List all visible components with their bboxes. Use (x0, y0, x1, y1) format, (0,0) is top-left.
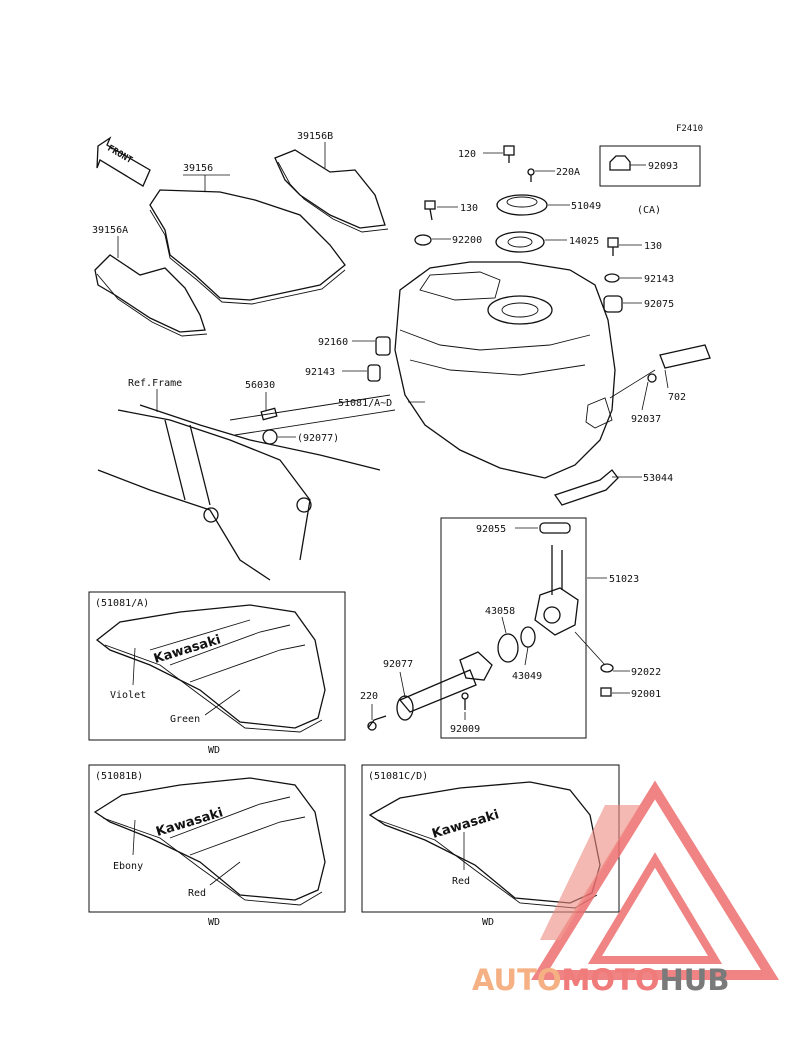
pad-39156b (274, 149, 389, 233)
panel-a-variant: (51081/A) (95, 598, 149, 609)
label-130-right: 130 (644, 241, 662, 252)
label-51023: 51023 (609, 574, 639, 585)
variant-panel-b (88, 764, 346, 913)
front-arrow: FRONT (96, 136, 151, 187)
ref-frame-label: Ref.Frame (128, 378, 182, 389)
ca-box (599, 145, 701, 187)
screw-92009 (461, 692, 469, 710)
panel-c-wd: WD (482, 917, 494, 928)
label-92001: 92001 (631, 689, 661, 700)
label-92200: 92200 (452, 235, 482, 246)
label-92160: 92160 (318, 337, 348, 348)
frame-ref (97, 394, 396, 581)
pad-39156 (149, 189, 346, 305)
fuel-tap-box (440, 517, 587, 739)
label-43058: 43058 (485, 606, 515, 617)
washer-92200 (414, 234, 432, 246)
variant-panel-a (88, 591, 346, 741)
ca-label: (CA) (637, 205, 661, 216)
label-39156: 39156 (183, 163, 213, 174)
panel-b-variant: (51081B) (95, 771, 143, 782)
watermark-logo (531, 780, 779, 980)
panel-a-wd: WD (208, 745, 220, 756)
nut-92093 (609, 155, 631, 171)
label-702: 702 (668, 392, 686, 403)
label-92143-top: 92143 (644, 274, 674, 285)
pad-39156a (94, 254, 208, 337)
collar-92143 (367, 364, 381, 382)
label-53044: 53044 (643, 473, 673, 484)
label-56030: 56030 (245, 380, 275, 391)
strip-53044 (553, 469, 619, 506)
fuel-tank-51081 (394, 261, 616, 479)
label-92009: 92009 (450, 724, 480, 735)
label-92077-ref: (92077) (297, 433, 339, 444)
panel-a-color-1: Violet (110, 690, 146, 701)
panel-c-color-1: Red (452, 876, 470, 887)
bolt-130-right (607, 237, 619, 256)
figure-code: F2410 (676, 124, 703, 134)
label-92143-left: 92143 (305, 367, 335, 378)
washer-92143-top (604, 273, 620, 283)
panel-a-brand: Kawasaki (152, 632, 223, 667)
label-92037: 92037 (631, 414, 661, 425)
bolt-92001 (600, 687, 612, 697)
watermark-text: AUTOMOTOHUB (472, 963, 729, 997)
label-220a: 220A (556, 167, 580, 178)
label-92055: 92055 (476, 524, 506, 535)
label-120: 120 (458, 149, 476, 160)
hose-702 (609, 344, 711, 399)
front-label: FRONT (105, 144, 134, 166)
panel-c-variant: (51081C/D) (368, 771, 428, 782)
label-43049: 43049 (512, 671, 542, 682)
label-92077: 92077 (383, 659, 413, 670)
bolt-120 (503, 145, 515, 163)
tank-graphic-a (95, 604, 326, 733)
label-39156a: 39156A (92, 225, 128, 236)
washer-92022 (600, 663, 614, 673)
oring-43058 (497, 633, 519, 663)
label-130-left: 130 (460, 203, 478, 214)
panel-c-brand: Kawasaki (430, 807, 501, 842)
tank-graphic-b (93, 777, 326, 906)
gasket-92055 (539, 522, 571, 534)
label-51049: 51049 (571, 201, 601, 212)
label-92022: 92022 (631, 667, 661, 678)
bolt-130-left (424, 200, 436, 221)
panel-b-brand: Kawasaki (154, 805, 225, 840)
damper-92075 (603, 295, 623, 313)
grommet-92160 (375, 336, 391, 356)
label-92075: 92075 (644, 299, 674, 310)
label-92093: 92093 (648, 161, 678, 172)
panel-b-color-2: Red (188, 888, 206, 899)
screw-220a (527, 168, 535, 182)
label-39156b: 39156B (297, 131, 333, 142)
screw-220 (367, 715, 387, 731)
label-51081: 51081/A~D (338, 398, 392, 409)
clip-92037 (647, 373, 657, 383)
gasket-43049 (520, 626, 536, 648)
label-14025: 14025 (569, 236, 599, 247)
ring-14025 (495, 231, 545, 253)
cap-51049 (496, 194, 548, 216)
fuel-tap-51023 (534, 545, 579, 636)
panel-b-wd: WD (208, 917, 220, 928)
panel-b-color-1: Ebony (113, 861, 143, 872)
label-220: 220 (360, 691, 378, 702)
panel-a-color-2: Green (170, 714, 200, 725)
